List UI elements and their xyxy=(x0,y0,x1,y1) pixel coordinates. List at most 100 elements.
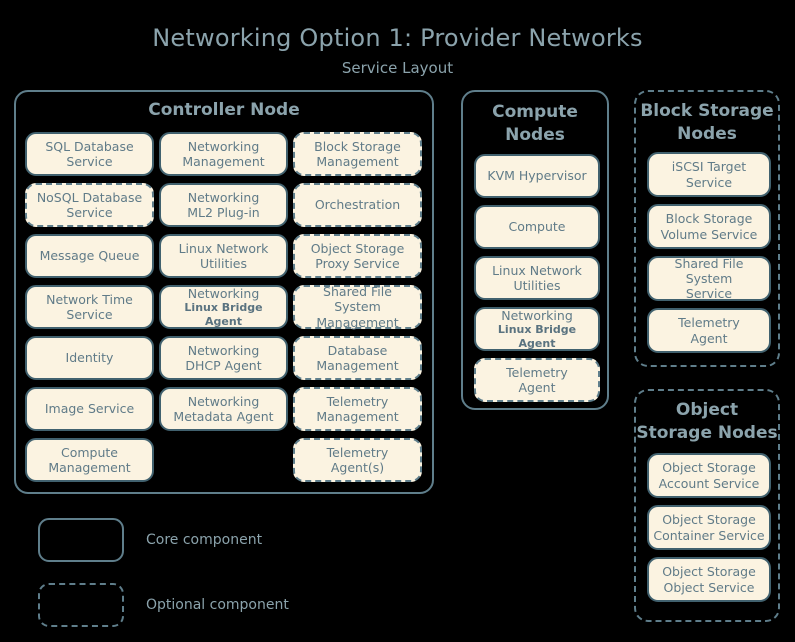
compute-service-kvm-hypervisor[interactable]: KVM Hypervisor xyxy=(474,154,600,198)
block-storage-nodes-title: Block Storage Nodes xyxy=(636,100,778,146)
service-label-line1: NoSQL Database xyxy=(36,189,143,205)
service-label-line1: KVM Hypervisor xyxy=(487,168,587,184)
service-label-line1: Telemetry xyxy=(326,444,389,460)
service-label-line2: Management xyxy=(316,358,399,373)
block-storage-nodes-title-line2: Nodes xyxy=(677,123,737,144)
service-label-line1: Object Storage xyxy=(662,512,756,528)
service-label-line1: Telemetry xyxy=(326,393,389,409)
service-label-line1: SQL Database xyxy=(45,138,134,154)
controller-service-identity[interactable]: Identity xyxy=(25,336,154,380)
service-label-line1: Telemetry xyxy=(506,364,568,380)
controller-service-message-queue[interactable]: Message Queue xyxy=(25,234,154,278)
service-label-line1: Object Storage xyxy=(662,564,756,580)
service-label-line2: Account Service xyxy=(658,475,760,491)
service-label-line2: Service xyxy=(66,307,113,322)
service-label-line1: Block Storage xyxy=(314,138,401,154)
block-storage-nodes-title-line1: Block Storage xyxy=(640,101,774,121)
service-label-line1: Networking xyxy=(187,342,260,358)
service-label-line1: Block Storage xyxy=(665,211,753,227)
legend-core-swatch xyxy=(38,518,124,562)
service-label-line2: ML2 Plug-in xyxy=(187,205,260,220)
legend-optional-label: Optional component xyxy=(146,597,289,613)
service-label-line2: Container Service xyxy=(653,527,765,543)
page-title: Networking Option 1: Provider Networks xyxy=(152,24,643,52)
service-label-line1: Compute xyxy=(508,219,566,235)
service-label-line1: Networking xyxy=(187,138,260,154)
service-label-line1: Shared File System xyxy=(674,255,744,286)
service-label-line2: Proxy Service xyxy=(315,256,400,271)
service-label-line1: Shared File System xyxy=(323,284,392,315)
service-label-line1: Message Queue xyxy=(39,248,140,264)
service-label-line1: Object Storage xyxy=(662,460,756,476)
service-label-line2: Linux Bridge Agent xyxy=(184,301,263,328)
service-label-line1: Orchestration xyxy=(314,197,401,213)
compute-nodes-title: Compute Nodes xyxy=(463,101,607,147)
compute-service-compute[interactable]: Compute xyxy=(474,205,600,249)
controller-service-image-service[interactable]: Image Service xyxy=(25,387,154,431)
controller-service-orchestration[interactable]: Orchestration xyxy=(293,183,422,227)
service-label-line2: Utilities xyxy=(199,256,248,271)
service-label-line2: Agent xyxy=(518,380,556,395)
service-label-line2: DHCP Agent xyxy=(185,358,262,373)
legend-optional-swatch xyxy=(38,583,124,627)
object-storage-nodes-title-line1: Object xyxy=(675,400,739,420)
service-label-line1: Networking xyxy=(187,189,260,205)
service-label-line1: Linux Network xyxy=(492,262,582,278)
service-label-line1: Networking xyxy=(187,393,260,409)
service-label-line2: Volume Service xyxy=(660,226,758,242)
service-label-line2: Agent xyxy=(690,330,728,346)
service-label-line2: Management xyxy=(316,154,399,169)
service-label-line2: Service xyxy=(685,174,733,190)
service-label-line2: Service xyxy=(66,205,113,220)
service-label-line1: Telemetry xyxy=(678,315,740,331)
legend-core-label: Core component xyxy=(146,532,263,548)
service-label-line2: Utilities xyxy=(513,278,561,293)
service-label-line2: Management xyxy=(48,460,131,475)
service-label-line2: Service xyxy=(685,286,733,302)
service-label-line1: Linux Network xyxy=(178,240,269,256)
service-label-line1: iSCSI Target xyxy=(671,159,747,175)
service-label-line1: Networking xyxy=(187,285,260,301)
legend-optional-component: Optional component xyxy=(38,583,289,627)
service-label-line2: Agent(s) xyxy=(330,460,385,475)
service-label-line2: Service xyxy=(66,154,113,169)
service-label-line1: Compute xyxy=(60,444,118,460)
service-label-line2: Metadata Agent xyxy=(173,409,274,424)
compute-nodes-title-line1: Compute xyxy=(492,102,578,122)
service-label-line1: Database xyxy=(327,342,388,358)
